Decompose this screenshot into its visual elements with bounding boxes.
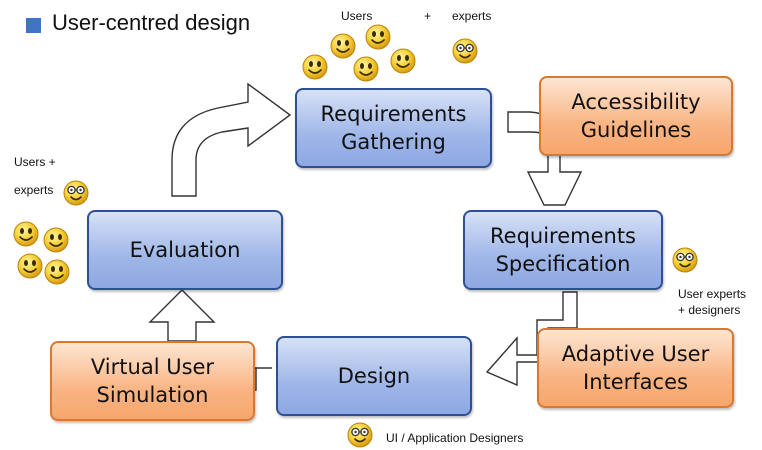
bullet-square [26, 18, 41, 33]
label-left-users: Users + [14, 155, 56, 169]
label-top-plus: + [424, 9, 432, 23]
box-requirements-gathering: Requirements Gathering [295, 88, 492, 168]
box-requirements-specification: Requirements Specification [463, 210, 663, 290]
label-top-experts: experts [452, 9, 492, 23]
label-spec-experts: User experts + designers [678, 287, 747, 317]
arrow-evaluation-to-gathering [171, 82, 292, 197]
box-evaluation: Evaluation [87, 210, 283, 290]
page-title: User-centred design [52, 10, 251, 35]
arrow-simulation-to-evaluation [148, 289, 216, 342]
box-adaptive-user-interfaces: Adaptive User Interfaces [537, 328, 734, 408]
label-left-experts: experts [14, 183, 54, 197]
box-accessibility-guidelines: Accessibility Guidelines [539, 76, 733, 156]
box-virtual-user-simulation: Virtual User Simulation [50, 341, 255, 421]
label-top-users: Users [341, 9, 373, 23]
label-bottom-designers: UI / Application Designers [386, 431, 524, 445]
box-design: Design [276, 336, 472, 416]
